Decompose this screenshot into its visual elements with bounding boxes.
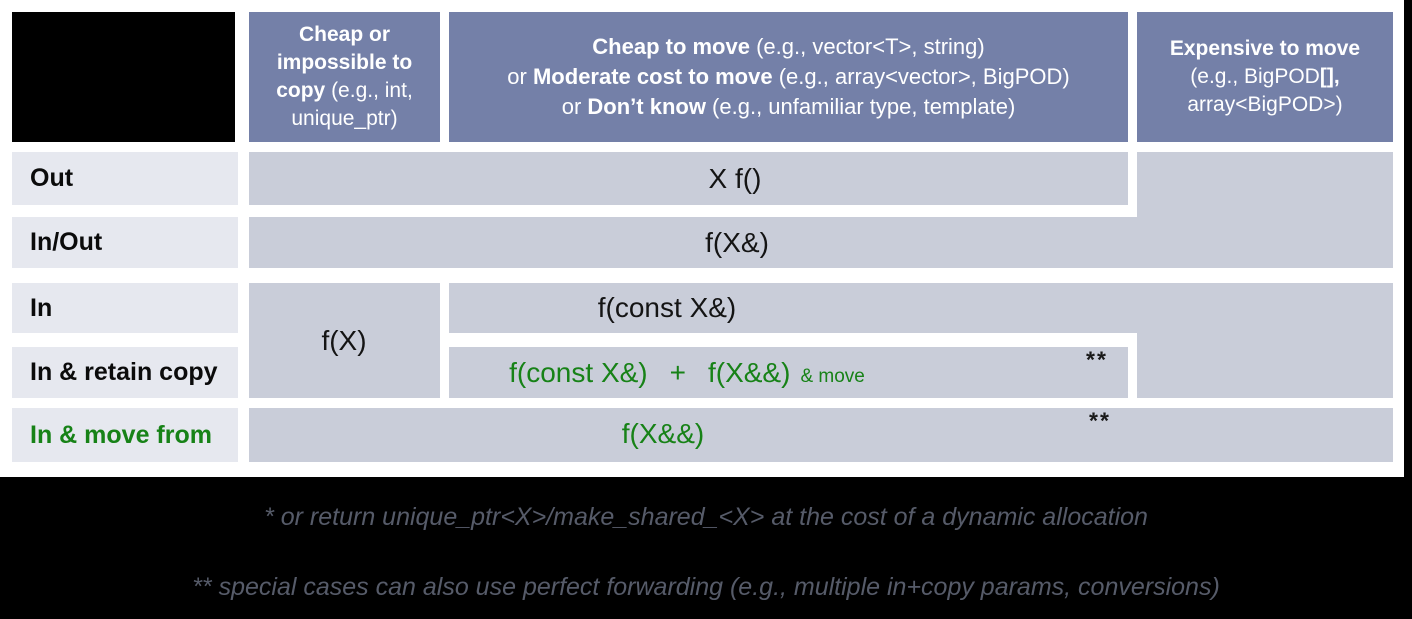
header-bold-text: Moderate cost to move (532, 64, 773, 89)
cell-in-by-value (249, 283, 440, 398)
plus-sign: + (669, 357, 686, 388)
footnote-text: * or return unique_ptr<X>/make_shared_<X… (264, 503, 1148, 531)
code-text: f(const X&) (597, 292, 737, 323)
header-bold-text: Don’t know (587, 94, 706, 119)
header-example-text: (e.g., BigPOD (1190, 65, 1320, 88)
asterisk-text: ** (1089, 407, 1111, 434)
header-bold-text: Cheap to move (592, 34, 750, 59)
header-line-3: array<BigPOD>) (1187, 91, 1342, 119)
code-retain-copy-signatures: f(const X&) + f(X&&) & move (509, 357, 865, 389)
header-cheap-or-moderate-to-move: Cheap to move (e.g., vector<T>, string) … (449, 12, 1128, 142)
header-line-2: (e.g., BigPOD[], (1190, 63, 1339, 91)
header-line-3: or Don’t know (e.g., unfamiliar type, te… (562, 92, 1016, 122)
footnote-text: ** special cases can also use perfect fo… (192, 573, 1220, 601)
cell-inout-row-part (249, 217, 1393, 268)
header-line-1: Expensive to move (1170, 35, 1360, 63)
header-line-1: Cheap to move (e.g., vector<T>, string) (592, 32, 984, 62)
header-example-text: array<BigPOD>) (1187, 93, 1343, 116)
header-or-text: or (507, 64, 533, 89)
row-label-in-move-from: In & move from (12, 408, 238, 462)
header-text: Cheap or impossible to copy (e.g., int, … (255, 21, 434, 133)
row-label-text: Out (30, 164, 74, 192)
header-example-text: (e.g., int, unique_ptr) (291, 79, 413, 130)
code-text: f(X&&) (621, 418, 705, 449)
double-asterisk-retain-copy: ** (1086, 347, 1108, 374)
header-example-text: (e.g., array<vector>, BigPOD) (772, 64, 1070, 89)
code-in-constref-signature: f(const X&) (598, 292, 736, 324)
header-example-text: (e.g., unfamiliar type, template) (705, 94, 1016, 119)
header-bold-text: Expensive to move (1169, 37, 1361, 60)
row-label-in: In (12, 283, 238, 333)
right-black-bar (1404, 0, 1412, 619)
double-asterisk-move-from: ** (1089, 408, 1111, 435)
header-bold-text: Cheap or impossible to copy (276, 23, 413, 102)
code-text: X f() (708, 163, 762, 194)
footnote-perfect-forwarding: ** special cases can also use perfect fo… (0, 573, 1412, 602)
code-in-by-value-signature: f(X) (321, 325, 366, 357)
header-example-text: (e.g., vector<T>, string) (749, 34, 985, 59)
header-bold-text: [], (1319, 65, 1340, 88)
header-line-2: or Moderate cost to move (e.g., array<ve… (507, 62, 1069, 92)
row-label-text: In (30, 293, 53, 322)
header-or-text: or (561, 94, 588, 119)
corner-box (12, 12, 235, 142)
row-label-text: In & move from (30, 420, 212, 449)
cell-out (249, 152, 1128, 205)
asterisk-text: ** (1086, 346, 1108, 373)
footnote-dynamic-allocation: * or return unique_ptr<X>/make_shared_<X… (0, 503, 1412, 532)
header-cheap-or-impossible-to-copy: Cheap or impossible to copy (e.g., int, … (249, 12, 440, 142)
code-move-from-signature: f(X&&) (622, 418, 704, 450)
row-label-text: In & retain copy (30, 358, 218, 386)
code-out-signature: X f() (709, 163, 762, 195)
cell-retain-copy (449, 347, 1128, 398)
code-text: f(X) (321, 325, 367, 356)
row-label-in-retain-copy: In & retain copy (12, 347, 238, 398)
header-expensive-to-move: Expensive to move (e.g., BigPOD[], array… (1137, 12, 1393, 142)
cell-move-from (249, 408, 1393, 462)
code-inout-signature: f(X&) (705, 227, 769, 259)
row-label-out: Out (12, 152, 238, 205)
code-text: f(X&) (705, 227, 769, 258)
row-label-in-out: In/Out (12, 217, 238, 268)
and-move-suffix: & move (800, 366, 865, 387)
code-text: f(const X&) (509, 357, 648, 388)
code-text: f(X&&) (707, 357, 791, 388)
row-label-text: In/Out (30, 228, 103, 256)
cell-in-constref-expensive-part (1137, 283, 1393, 398)
